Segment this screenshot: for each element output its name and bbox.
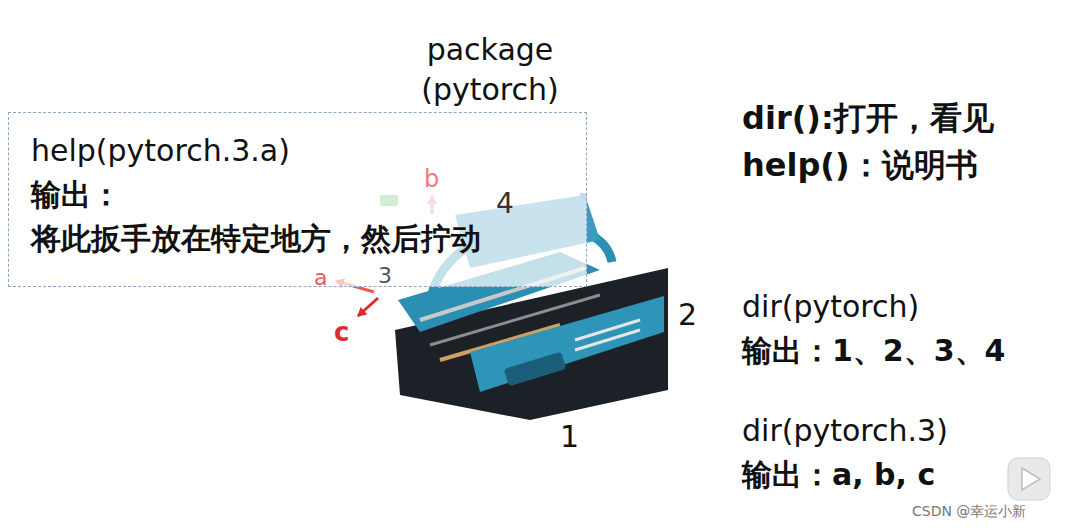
- callout-number: 3: [378, 262, 392, 290]
- direction-letter: a: [314, 264, 327, 292]
- direction-letter: c: [334, 316, 349, 349]
- output-line: 输出：1、2、3、4: [742, 332, 1006, 370]
- callout-number: 2: [678, 296, 697, 334]
- function-note: help()：说明书: [742, 145, 978, 185]
- front-tray: [470, 296, 664, 392]
- code-line: dir(pytorch.3): [742, 412, 948, 450]
- package-caption: package (pytorch): [421, 30, 559, 110]
- output-text: 将此扳手放在特定地方，然后拧动: [31, 217, 564, 261]
- code-line: dir(pytorch): [742, 288, 919, 326]
- play-icon: [1008, 458, 1050, 500]
- red-arrow: [358, 298, 378, 316]
- callout-number: 4: [496, 186, 514, 221]
- callout-number: 1: [560, 418, 579, 456]
- function-note: dir():打开，看见: [742, 98, 994, 138]
- direction-letter: b: [424, 164, 439, 194]
- output-line: 输出：a, b, c: [742, 456, 935, 494]
- watermark: CSDN @幸运小新: [912, 503, 1026, 521]
- help-call: help(pytorch.3.a): [31, 129, 564, 173]
- output-heading: 输出：: [31, 173, 564, 217]
